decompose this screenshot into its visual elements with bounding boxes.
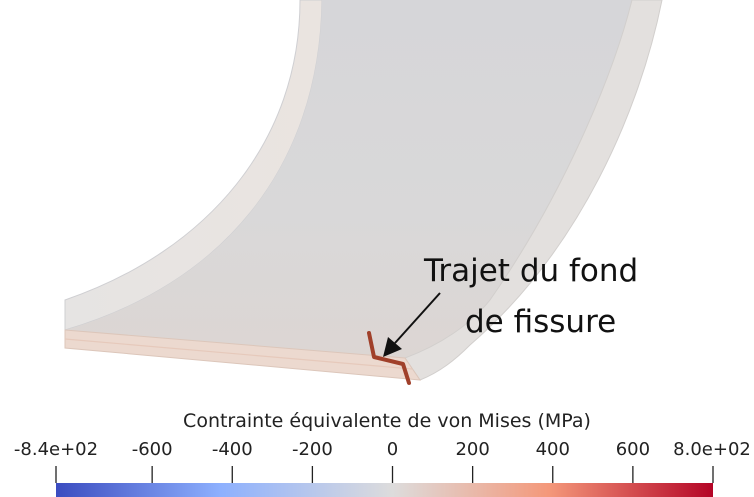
- colorbar-tick-marks: [55, 466, 714, 483]
- crack-annotation: Trajet du fond de fissure: [383, 253, 638, 357]
- annotation-arrowhead: [383, 337, 402, 357]
- colorbar-tick-label: 200: [455, 439, 489, 460]
- crack-front-path: [367, 331, 411, 385]
- colorbar-tick-label: 400: [536, 439, 570, 460]
- colorbar-tick-label: -200: [292, 439, 333, 460]
- colorbar-tick-label: -600: [132, 439, 173, 460]
- annotation-arrow-line: [394, 292, 441, 344]
- colorbar-tick-label: -400: [212, 439, 253, 460]
- colorbar: Contrainte équivalente de von Mises (MPa…: [14, 410, 751, 497]
- annotation-line-2: de fissure: [465, 304, 616, 340]
- curved-shell-mesh: [64, 0, 663, 385]
- colorbar-tick-label: 0: [387, 439, 398, 460]
- colorbar-title: Contrainte équivalente de von Mises (MPa…: [183, 410, 591, 432]
- colorbar-tick-label: 8.0e+02: [673, 439, 751, 460]
- shell-top-surface: [65, 0, 632, 358]
- colorbar-gradient: [56, 483, 713, 497]
- colorbar-tick-label: 600: [616, 439, 650, 460]
- colorbar-tick-labels: -8.4e+02 -600 -400 -200 0 200 400 600 8.0e+02: [14, 439, 751, 460]
- annotation-line-1: Trajet du fond: [423, 253, 638, 289]
- colorbar-tick-label: -8.4e+02: [14, 439, 98, 460]
- shell-bottom-edge: [64, 329, 422, 381]
